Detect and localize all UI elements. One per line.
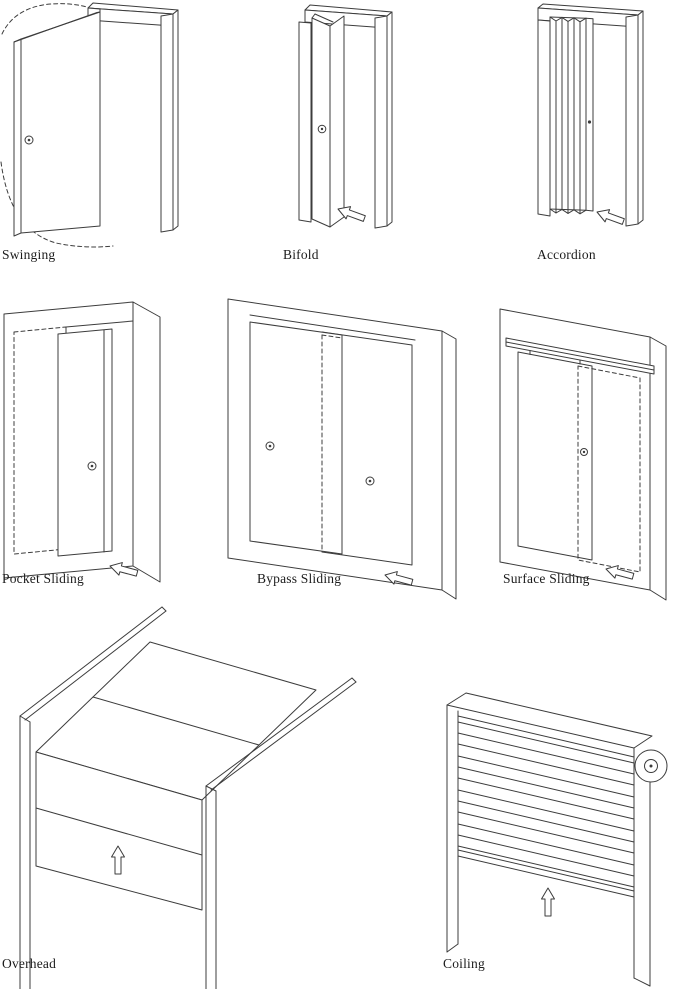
swing-arc-bottom [0, 161, 114, 248]
door-frame [537, 3, 644, 227]
door-panel [517, 350, 593, 561]
figure-label-swinging: Swinging [2, 247, 56, 262]
figure-overhead [19, 606, 357, 989]
figure-swinging [0, 2, 179, 248]
door-knob [265, 441, 275, 451]
door-knob [580, 448, 588, 456]
figure-coiling [446, 692, 668, 987]
figure-label-surface-sliding: Surface Sliding [503, 571, 590, 586]
door-knob [317, 124, 327, 134]
door-panels [35, 641, 317, 911]
right-post [633, 747, 651, 987]
door-panel [13, 11, 101, 237]
front-door-panel [249, 321, 343, 555]
wall-side [649, 336, 667, 601]
bottom-bar [457, 849, 635, 892]
figure-label-coiling: Coiling [443, 956, 485, 971]
figure-pocket-sliding [3, 301, 161, 583]
figure-surface-sliding [499, 308, 667, 601]
accordion-panels [549, 16, 594, 215]
left-track [19, 606, 167, 989]
figure-label-bypass-sliding: Bypass Sliding [257, 571, 342, 586]
door-knob [365, 476, 375, 486]
bifold-panels [311, 13, 345, 228]
door-alt-position [577, 365, 641, 573]
opening-head [65, 320, 134, 328]
swing-arc-top [1, 3, 88, 35]
door-knob [24, 135, 34, 145]
door-knob [87, 461, 97, 471]
wall-side [132, 301, 161, 583]
curtain-slats [457, 715, 635, 898]
door-frame [298, 4, 393, 229]
figure-bifold [298, 4, 393, 229]
wall-side [441, 330, 457, 600]
left-post [446, 704, 459, 953]
right-track [205, 677, 357, 989]
hidden-panel-edge [321, 334, 343, 553]
lead-stile [585, 17, 594, 212]
figure-label-overhead: Overhead [2, 956, 57, 971]
door-panel [57, 328, 113, 557]
figure-bypass-sliding [227, 298, 457, 600]
direction-arrow-icon [594, 205, 627, 229]
roll-cylinder [634, 749, 668, 783]
figure-label-pocket-sliding: Pocket Sliding [2, 571, 84, 586]
figure-label-bifold: Bifold [283, 247, 319, 262]
figure-label-accordion: Accordion [537, 247, 596, 262]
track-rail [505, 337, 655, 375]
figure-accordion [537, 3, 644, 229]
door-frame [87, 2, 179, 233]
direction-arrow-icon [541, 887, 555, 917]
hood-top [446, 692, 653, 749]
opening-head [249, 314, 416, 341]
pull-handle [587, 120, 592, 124]
